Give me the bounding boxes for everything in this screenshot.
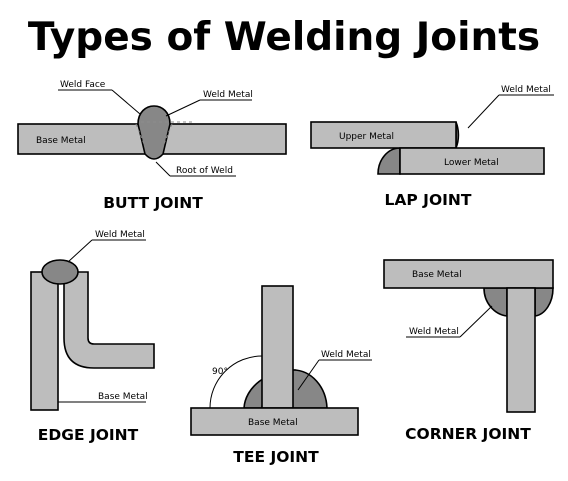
lap-joint: Weld Metal Upper Metal Lower Metal LAP J…	[310, 85, 554, 209]
lap-upper-metal-label: Upper Metal	[339, 132, 394, 142]
tee-weld-metal-leader	[297, 359, 320, 391]
butt-root-of-weld-label: Root of Weld	[176, 166, 233, 176]
edge-weld-metal-leader	[67, 239, 93, 263]
lap-joint-title: LAP JOINT	[385, 191, 472, 209]
edge-weld-metal-label: Weld Metal	[95, 230, 145, 240]
edge-vertical-plate	[30, 271, 59, 411]
tee-joint-title: TEE JOINT	[233, 448, 319, 466]
edge-weld-bead	[41, 259, 79, 285]
butt-weld-metal-label: Weld Metal	[203, 90, 253, 100]
butt-root-leader	[155, 161, 171, 177]
butt-groove-line-left	[135, 123, 149, 155]
edge-joint-title: EDGE JOINT	[38, 426, 139, 444]
corner-vertical-plate	[506, 287, 536, 413]
butt-groove-line-right	[159, 123, 173, 155]
lap-weld-metal-label: Weld Metal	[501, 85, 551, 95]
tee-joint: 90° Weld Metal Base Metal TEE JOINT	[190, 285, 372, 466]
butt-weld-metal-leader	[165, 99, 201, 117]
lap-lower-metal-label: Lower Metal	[444, 158, 499, 168]
corner-weld-metal-leader	[459, 305, 493, 338]
butt-weld-bead	[137, 105, 171, 160]
edge-bent-plate	[63, 271, 155, 369]
corner-weld-metal-label: Weld Metal	[409, 327, 459, 337]
butt-joint: Weld Face Weld Metal Base Metal Root of …	[17, 80, 287, 212]
lap-lower-plate	[399, 147, 545, 175]
corner-joint: Base Metal Weld Metal CORNER JOINT	[383, 259, 554, 443]
tee-weld-metal-label: Weld Metal	[321, 350, 371, 360]
tee-angle-arc	[209, 355, 263, 409]
edge-base-metal-label: Base Metal	[98, 392, 148, 402]
corner-weld-left	[483, 287, 508, 317]
lap-upper-plate	[310, 121, 457, 149]
corner-weld-right	[534, 287, 554, 317]
corner-horizontal-plate	[383, 259, 554, 289]
corner-joint-title: CORNER JOINT	[405, 425, 531, 443]
tee-base-plate	[190, 407, 359, 436]
lap-weld-lower	[377, 147, 401, 175]
tee-base-metal-label: Base Metal	[248, 418, 298, 428]
page-title: Types of Welding Joints	[28, 15, 540, 60]
butt-joint-title: BUTT JOINT	[103, 194, 203, 212]
butt-weld-face-label: Weld Face	[60, 80, 106, 90]
butt-weld-face-leader	[111, 89, 141, 115]
tee-vertical-plate	[261, 285, 294, 409]
lap-weld-metal-leader	[467, 94, 500, 129]
edge-joint: Weld Metal Base Metal EDGE JOINT	[30, 230, 155, 444]
tee-angle-label: 90°	[212, 367, 228, 377]
corner-base-metal-label: Base Metal	[412, 270, 462, 280]
butt-base-metal-label: Base Metal	[36, 136, 86, 146]
